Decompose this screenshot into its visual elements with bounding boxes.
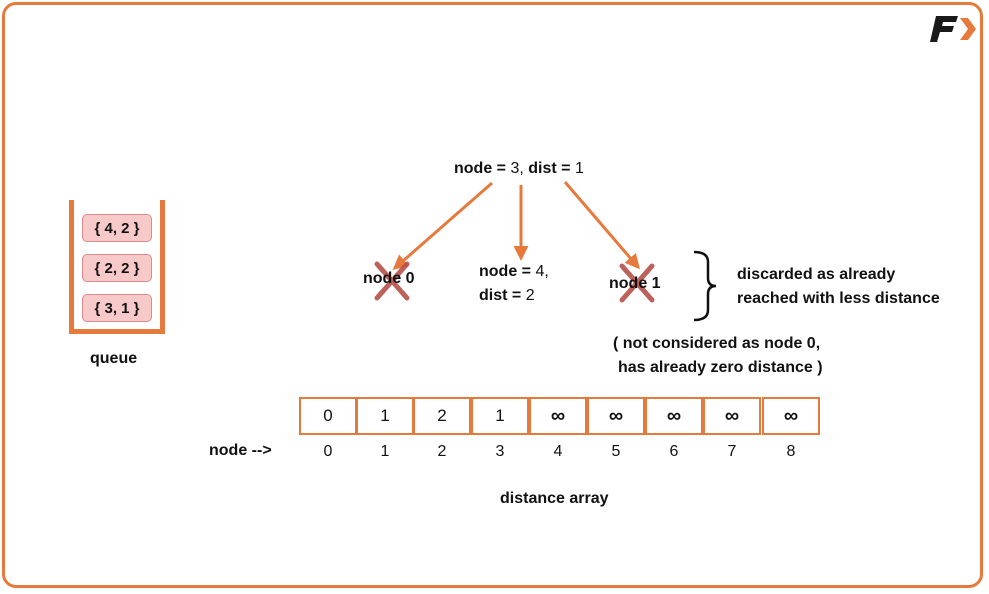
- queue-container: [69, 200, 165, 334]
- diagram-frame: [2, 2, 983, 588]
- current-node-label: node = 3, dist = 1: [454, 160, 584, 177]
- index-label-4: 4: [553, 443, 563, 460]
- distance-cell-3: 1: [471, 397, 529, 435]
- queue-item-crossed: { 3, 1 }: [82, 294, 152, 322]
- distance-cell-8: ∞: [762, 397, 820, 435]
- distance-cell-1: 1: [356, 397, 414, 435]
- cross-node-1-icon: [619, 263, 655, 303]
- distance-cell-4: ∞: [529, 397, 587, 435]
- index-label-3: 3: [495, 443, 505, 460]
- child-node-1: node 1: [609, 275, 661, 292]
- discarded-note-line2: reached with less distance: [737, 290, 940, 307]
- discarded-note-line1: discarded as already: [737, 266, 896, 283]
- not-considered-note-line2: has already zero distance ): [618, 359, 823, 376]
- not-considered-note-line1: ( not considered as node 0,: [613, 335, 821, 352]
- distance-cell-0: 0: [299, 397, 357, 435]
- index-label-8: 8: [786, 443, 796, 460]
- cross-node-0-icon: [374, 261, 410, 301]
- child-node-4: node = 4,: [479, 263, 549, 280]
- curly-brace-icon: [693, 250, 717, 322]
- index-label-1: 1: [380, 443, 390, 460]
- queue-item: { 4, 2 }: [82, 214, 152, 242]
- queue-label: queue: [90, 350, 138, 367]
- brand-logo-icon: [930, 16, 976, 42]
- index-label-2: 2: [437, 443, 447, 460]
- child-node-4-dist: dist = 2: [479, 287, 535, 304]
- distance-cell-6: ∞: [645, 397, 703, 435]
- index-label-5: 5: [611, 443, 621, 460]
- distance-cell-2: 2: [413, 397, 471, 435]
- distance-array-caption: distance array: [500, 490, 609, 507]
- index-label-0: 0: [323, 443, 333, 460]
- distance-cell-7: ∞: [703, 397, 761, 435]
- distance-cell-5: ∞: [587, 397, 645, 435]
- arrow-to-node-0: [392, 181, 493, 270]
- queue-item: { 2, 2 }: [82, 254, 152, 282]
- array-row-label: node -->: [209, 442, 272, 459]
- index-label-7: 7: [727, 443, 737, 460]
- arrow-to-node-1: [563, 181, 640, 270]
- index-label-6: 6: [669, 443, 679, 460]
- child-node-0: node 0: [363, 270, 415, 287]
